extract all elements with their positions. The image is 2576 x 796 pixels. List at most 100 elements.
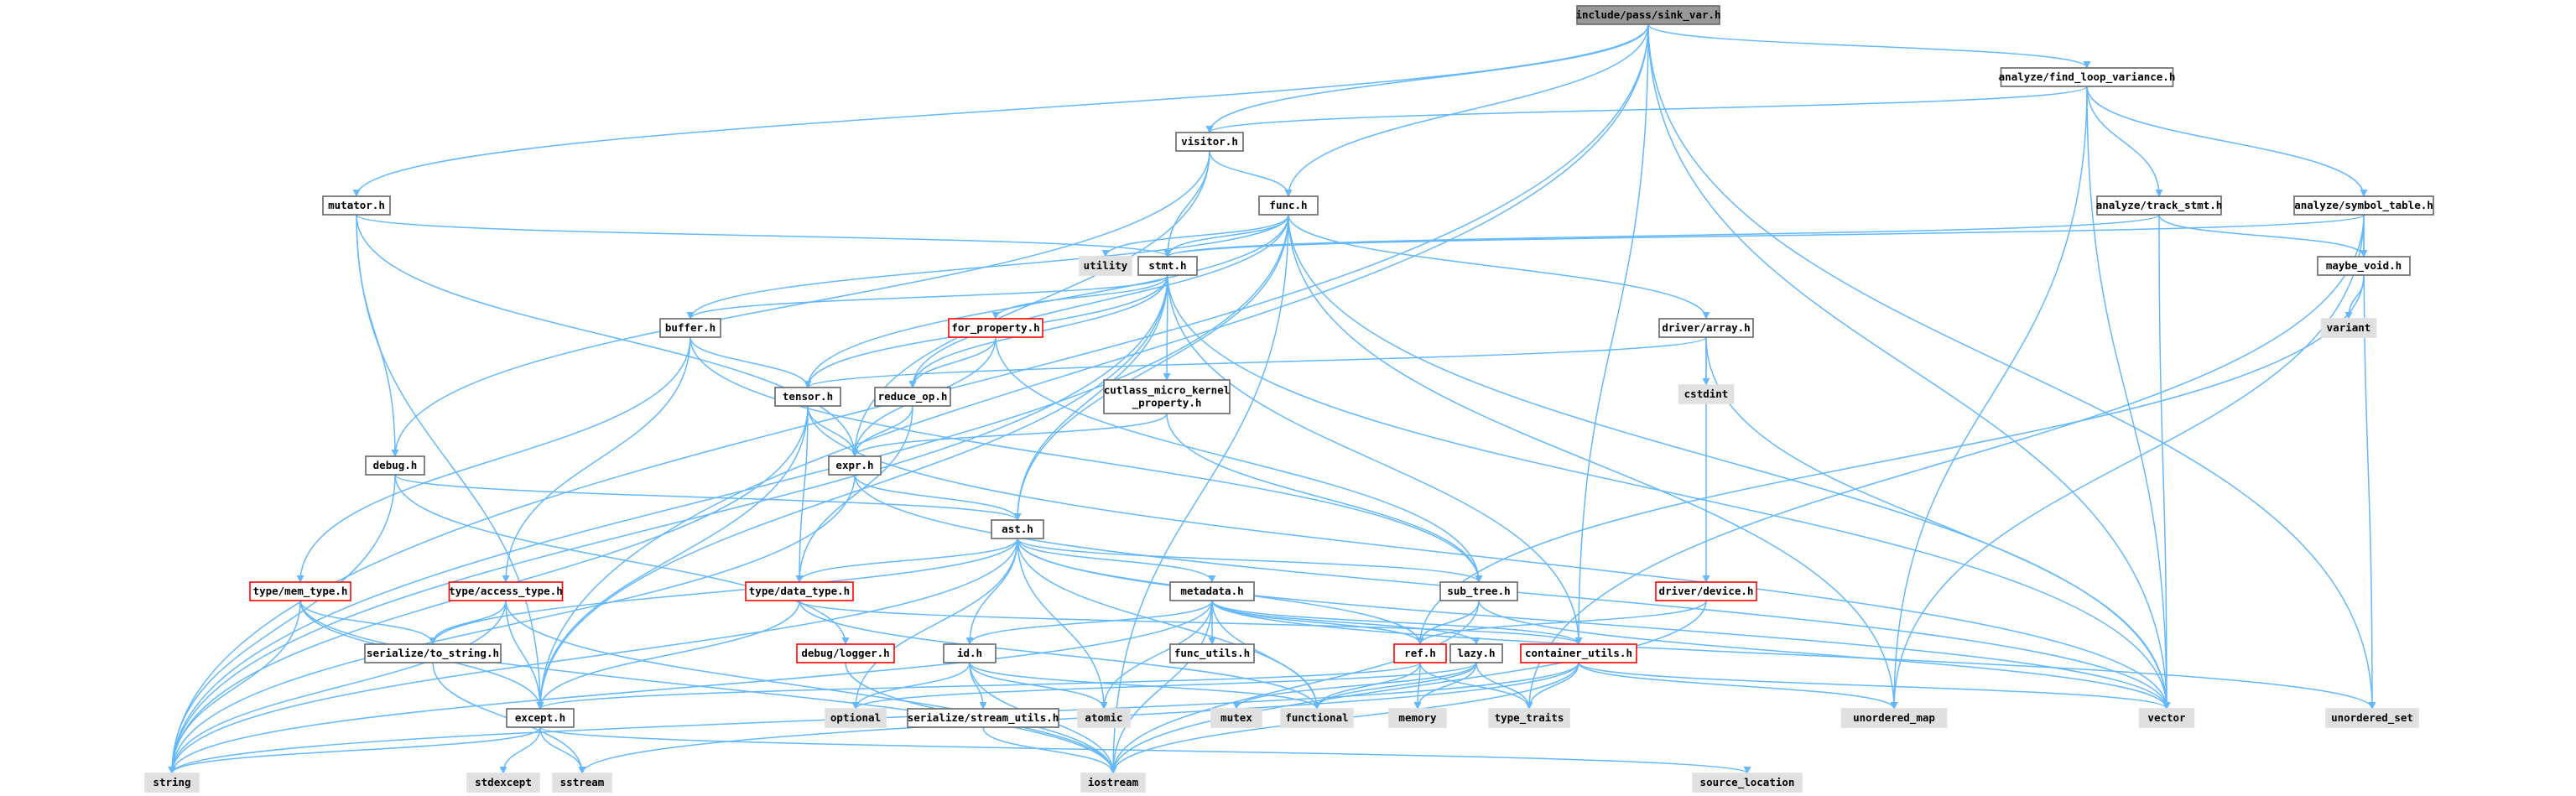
node-visitor[interactable]: visitor.h bbox=[1175, 132, 1244, 152]
node-expr[interactable]: expr.h bbox=[828, 455, 882, 476]
edge-debug-to-ast bbox=[394, 474, 1022, 521]
node-type-traits[interactable]: type_traits bbox=[1488, 708, 1570, 728]
node-maybe-void[interactable]: maybe_void.h bbox=[2317, 256, 2411, 276]
node-access-type[interactable]: type/access_type.h bbox=[448, 581, 564, 601]
node-memory[interactable]: memory bbox=[1388, 708, 1447, 728]
edge-metadata-to-functional bbox=[1211, 600, 1321, 710]
node-to-string[interactable]: serialize/to_string.h bbox=[364, 643, 502, 663]
node-mem-type[interactable]: type/mem_type.h bbox=[249, 581, 351, 601]
node-label: id.h bbox=[957, 647, 982, 659]
edge-func-to-unordered_map bbox=[1288, 214, 1898, 710]
edge-metadata-to-string bbox=[168, 600, 1213, 774]
edge-access_type-to-iostream bbox=[505, 600, 1117, 774]
node-box bbox=[1692, 773, 1803, 793]
node-source-location[interactable]: source_location bbox=[1692, 773, 1803, 793]
node-id[interactable]: id.h bbox=[943, 643, 997, 663]
edge-root-to-unordered_set bbox=[1647, 23, 2376, 710]
node-optional[interactable]: optional bbox=[825, 708, 887, 728]
node-root[interactable]: include/pass/sink_var.h bbox=[1575, 5, 1721, 25]
node-reduce-op[interactable]: reduce_op.h bbox=[874, 387, 951, 407]
node-box bbox=[948, 318, 1043, 338]
node-stdexcept[interactable]: stdexcept bbox=[466, 773, 540, 793]
edge-stmt-to-for_property bbox=[991, 274, 1168, 320]
node-box bbox=[1210, 708, 1262, 728]
node-box bbox=[774, 387, 841, 407]
node-func[interactable]: func.h bbox=[1258, 195, 1319, 216]
node-logger[interactable]: debug/logger.h bbox=[796, 643, 895, 663]
node-except[interactable]: except.h bbox=[506, 708, 575, 728]
node-sub-tree[interactable]: sub_tree.h bbox=[1439, 581, 1518, 601]
edge-visitor-to-debug bbox=[391, 150, 1210, 457]
node-string[interactable]: string bbox=[144, 773, 200, 793]
node-label: _property.h bbox=[1132, 397, 1202, 410]
node-iostream[interactable]: iostream bbox=[1080, 773, 1146, 793]
node-data-type[interactable]: type/data_type.h bbox=[745, 581, 854, 601]
node-cstdint[interactable]: cstdint bbox=[1678, 384, 1735, 404]
edge-ast-to-to_string bbox=[429, 538, 1018, 645]
edge-stmt-to-ast bbox=[1013, 274, 1168, 521]
node-stmt[interactable]: stmt.h bbox=[1137, 256, 1198, 276]
node-tensor[interactable]: tensor.h bbox=[774, 387, 841, 407]
edge-root-to-mutator bbox=[352, 23, 1649, 197]
node-box bbox=[1576, 5, 1720, 25]
node-track-stmt[interactable]: analyze/track_stmt.h bbox=[2096, 195, 2223, 216]
node-box bbox=[825, 708, 887, 728]
edge-except-to-sstream bbox=[539, 726, 586, 774]
node-functional[interactable]: functional bbox=[1280, 708, 1354, 728]
node-cutlass[interactable]: cutlass_micro_kernel_property.h bbox=[1103, 379, 1231, 414]
node-ref[interactable]: ref.h bbox=[1393, 643, 1447, 663]
edge-access_type-to-to_string bbox=[429, 600, 507, 645]
edge-id-to-functional bbox=[969, 662, 1321, 710]
node-box bbox=[1655, 581, 1757, 601]
edge-metadata-to-id bbox=[965, 600, 1213, 645]
node-label: vector bbox=[2147, 711, 2186, 724]
node-box bbox=[991, 519, 1044, 539]
node-metadata[interactable]: metadata.h bbox=[1169, 581, 1255, 601]
node-label: sub_tree.h bbox=[1447, 585, 1510, 598]
edge-container_utils-to-unordered_map bbox=[1578, 662, 1898, 710]
node-mutex[interactable]: mutex bbox=[1210, 708, 1262, 728]
edge-ast-to-id bbox=[965, 538, 1018, 645]
node-mutator[interactable]: mutator.h bbox=[322, 195, 391, 216]
node-box bbox=[448, 581, 564, 601]
node-debug[interactable]: debug.h bbox=[365, 455, 425, 476]
edge-expr-to-string bbox=[168, 474, 856, 774]
node-driver-array[interactable]: driver/array.h bbox=[1658, 318, 1754, 338]
node-utility[interactable]: utility bbox=[1079, 256, 1132, 276]
node-find-loop[interactable]: analyze/find_loop_variance.h bbox=[1999, 67, 2176, 87]
edge-cutlass-to-sub_tree bbox=[1166, 413, 1483, 583]
node-container-utils[interactable]: container_utils.h bbox=[1520, 643, 1637, 663]
node-box bbox=[1393, 643, 1447, 663]
edge-for_property-to-sub_tree bbox=[995, 336, 1483, 583]
node-lazy[interactable]: lazy.h bbox=[1449, 643, 1503, 663]
node-label: driver/device.h bbox=[1659, 585, 1754, 597]
node-unordered-set[interactable]: unordered_set bbox=[2325, 708, 2419, 728]
node-sstream[interactable]: sstream bbox=[552, 773, 612, 793]
node-vector[interactable]: vector bbox=[2138, 708, 2195, 728]
node-box bbox=[1137, 256, 1198, 276]
node-symbol-table[interactable]: analyze/symbol_table.h bbox=[2293, 195, 2434, 216]
node-ast[interactable]: ast.h bbox=[991, 519, 1044, 539]
node-func-utils[interactable]: func_utils.h bbox=[1169, 643, 1255, 663]
node-label: expr.h bbox=[835, 459, 873, 471]
node-label: analyze/symbol_table.h bbox=[2294, 199, 2433, 212]
node-buffer[interactable]: buffer.h bbox=[659, 318, 721, 338]
node-label: ref.h bbox=[1404, 647, 1436, 659]
node-stream-utils[interactable]: serialize/stream_utils.h bbox=[907, 708, 1059, 728]
edge-reduce_op-to-expr bbox=[851, 405, 913, 457]
node-driver-device[interactable]: driver/device.h bbox=[1655, 581, 1757, 601]
node-box bbox=[943, 643, 997, 663]
edge-mutator-to-except bbox=[356, 214, 544, 710]
node-box bbox=[144, 773, 200, 793]
node-label: unordered_map bbox=[1853, 711, 1935, 725]
edge-expr-to-ast bbox=[854, 474, 1022, 521]
edge-ast-to-vector bbox=[1017, 538, 2171, 710]
node-box bbox=[1678, 384, 1735, 404]
node-for-property[interactable]: for_property.h bbox=[948, 318, 1043, 338]
node-atomic[interactable]: atomic bbox=[1077, 708, 1131, 728]
edge-maybe_void-to-ref bbox=[1416, 274, 2365, 645]
node-unordered-map[interactable]: unordered_map bbox=[1840, 708, 1948, 728]
node-variant[interactable]: variant bbox=[2320, 318, 2377, 338]
node-label: maybe_void.h bbox=[2326, 259, 2402, 273]
